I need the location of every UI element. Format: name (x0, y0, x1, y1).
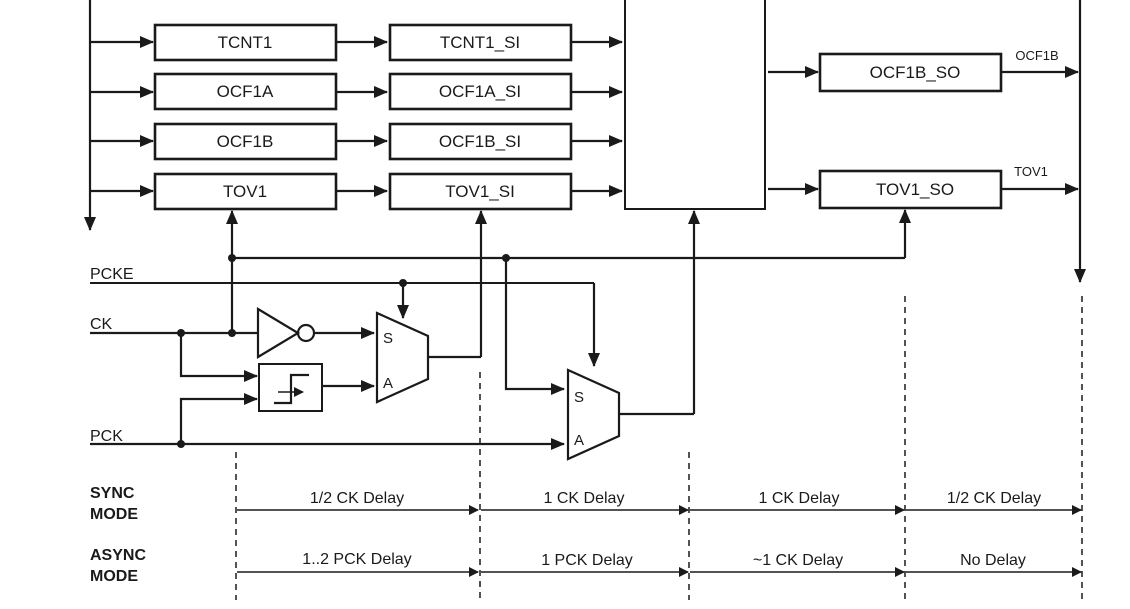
sync-delay-stage3: 1 CK Delay (759, 490, 840, 507)
register-ocf1b-si-label: OCF1B_SI (439, 132, 521, 151)
register-tov1-so: TOV1_SO TOV1 (768, 164, 1079, 210)
async-delay-stage1: 1..2 PCK Delay (302, 551, 411, 568)
stage-boundaries (235, 296, 1083, 600)
sync-async-mux-2: S A (566, 368, 621, 461)
async-delay-stage4: No Delay (960, 552, 1026, 569)
register-tov1-si: TOV1_SI (388, 172, 573, 211)
pcke-label: PCKE (90, 266, 134, 283)
pck-label: PCK (90, 428, 123, 445)
sync-delay-stage2: 1 CK Delay (544, 490, 625, 507)
register-ocf1a-si: OCF1A_SI (388, 72, 573, 111)
register-tov1: TOV1 (153, 172, 338, 211)
output-ocf1b-label: OCF1B (1015, 48, 1058, 63)
sync-async-mux-1: S A (375, 311, 430, 404)
register-ocf1b-so: OCF1B_SO OCF1B (768, 48, 1079, 93)
register-tov1-label: TOV1 (223, 182, 267, 201)
sync-mode-row: SYNC MODE 1/2 CK Delay 1 CK Delay 1 CK D… (90, 485, 1082, 523)
async-delay-stage2: 1 PCK Delay (541, 552, 633, 569)
pcke-line: PCKE (90, 266, 600, 367)
register-ocf1a-si-label: OCF1A_SI (439, 82, 521, 101)
input-bus (84, 0, 154, 231)
sync-delay-stage4: 1/2 CK Delay (947, 490, 1041, 507)
register-ocf1b: OCF1B (153, 122, 338, 161)
timer-core-block (624, 0, 766, 210)
register-ocf1b-si: OCF1B_SI (388, 122, 573, 161)
async-mode-label-line1: ASYNC (90, 547, 146, 564)
mux1-a-label: A (383, 375, 393, 392)
register-tcnt1: TCNT1 (153, 23, 338, 62)
register-ocf1b-label: OCF1B (217, 132, 274, 151)
async-mode-label-line2: MODE (90, 568, 138, 585)
mux2-s-label: S (574, 389, 584, 406)
edge-detector (258, 363, 375, 412)
async-delay-stage3: ~1 CK Delay (753, 552, 843, 569)
register-tov1-si-label: TOV1_SI (445, 182, 515, 201)
sync-mode-label-line2: MODE (90, 506, 138, 523)
inverter-gate (256, 307, 375, 359)
stage1-arrows (336, 36, 388, 197)
register-tov1-so-label: TOV1_SO (876, 180, 954, 199)
register-ocf1b-so-label: OCF1B_SO (870, 63, 961, 82)
sync-mode-label-line1: SYNC (90, 485, 135, 502)
clock-distribution (226, 209, 911, 416)
register-ocf1a: OCF1A (153, 72, 338, 111)
register-tcnt1-label: TCNT1 (218, 33, 273, 52)
output-tov1-label: TOV1 (1014, 164, 1048, 179)
register-tcnt1-si-label: TCNT1_SI (440, 33, 520, 52)
async-mode-row: ASYNC MODE 1..2 PCK Delay 1 PCK Delay ~1… (90, 547, 1082, 585)
sync-delay-stage1: 1/2 CK Delay (310, 490, 404, 507)
register-ocf1a-label: OCF1A (217, 82, 274, 101)
mux1-s-label: S (383, 330, 393, 347)
ck-label: CK (90, 316, 113, 333)
ck-line: CK (90, 316, 258, 382)
stage2-arrows (571, 36, 623, 197)
register-tcnt1-si: TCNT1_SI (388, 23, 573, 62)
mux2-a-label: A (574, 432, 584, 449)
pck-line: PCK (90, 393, 565, 450)
